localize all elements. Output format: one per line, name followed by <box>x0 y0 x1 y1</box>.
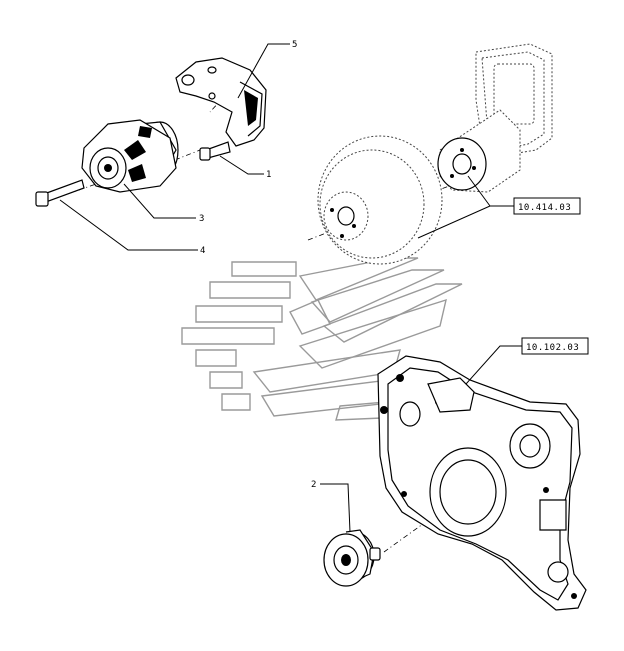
belt-tensioner <box>81 119 179 193</box>
tensioner-bracket <box>175 57 267 147</box>
idler-pulley <box>323 529 381 587</box>
leader-lines <box>59 43 522 533</box>
callout-4: 4 <box>200 246 205 256</box>
callout-1: 1 <box>266 170 271 180</box>
callout-5: 5 <box>292 40 297 50</box>
pump-pulley-assembly <box>317 109 521 265</box>
timing-cover <box>377 355 587 611</box>
callout-2: 2 <box>311 480 316 490</box>
callout-3: 3 <box>199 214 204 224</box>
reference-lower-label: 10.102.03 <box>526 343 579 353</box>
reference-box-lower[interactable]: 10.102.03 <box>521 337 589 355</box>
reference-box-upper[interactable]: 10.414.03 <box>513 197 581 215</box>
bolt-short <box>199 141 231 161</box>
callout-labels: 5 1 3 4 2 <box>199 40 316 490</box>
bolt-long <box>35 179 85 207</box>
reference-upper-label: 10.414.03 <box>518 203 571 213</box>
